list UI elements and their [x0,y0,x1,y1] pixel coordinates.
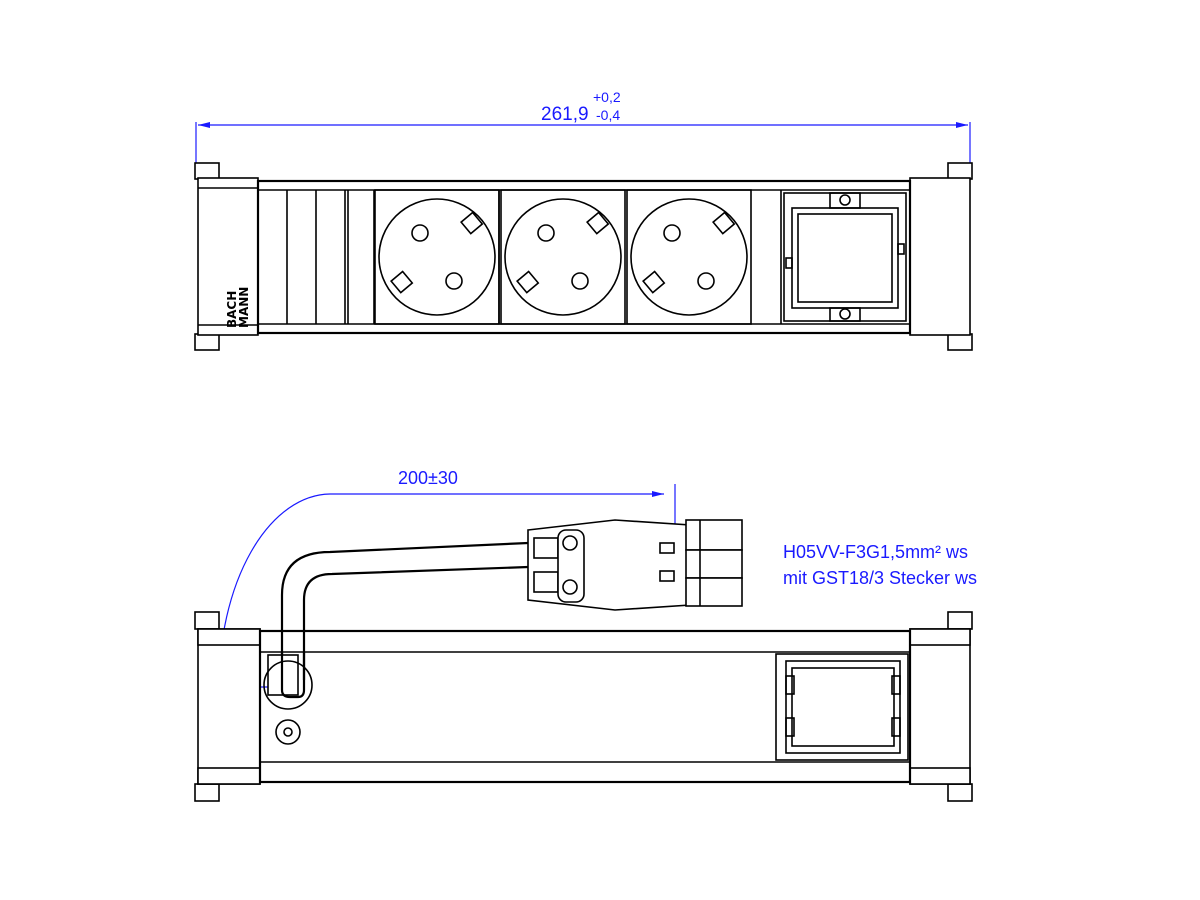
cable-entry [280,652,306,699]
cable-spec-line1: H05VV-F3G1,5mm² ws [783,542,968,562]
top-view: 261,9 +0,2 -0,4 BACH MANN [194,89,973,351]
socket-2 [500,189,626,325]
cable [267,541,529,696]
length-dimension: 261,9 +0,2 -0,4 [195,89,971,176]
side-right-end-cap [909,611,973,802]
brand-line2: MANN [237,287,251,328]
side-view: 200±30 H05VV-F3G1,5mm² ws mit GST18/3 St… [194,468,977,802]
right-end-cap [909,162,973,351]
cable-length-value: 200±30 [398,468,458,488]
plug-connector [527,519,743,611]
socket-3 [626,189,752,325]
cable-spec-line2: mit GST18/3 Stecker ws [783,568,977,588]
side-left-end-cap [194,611,261,802]
cable-length-dimension: 200±30 [212,468,676,690]
brand-line1: BACH [225,291,239,328]
socket-1 [374,189,500,325]
length-tolerance-lower: -0,4 [596,107,620,123]
length-value: 261,9 [541,104,589,125]
module-frame-top [783,192,907,322]
main-profile [256,179,912,335]
brand-logo: BACH MANN [225,287,251,328]
module-frame-side [775,653,909,761]
side-main-profile [258,629,912,784]
length-tolerance-upper: +0,2 [593,89,621,105]
